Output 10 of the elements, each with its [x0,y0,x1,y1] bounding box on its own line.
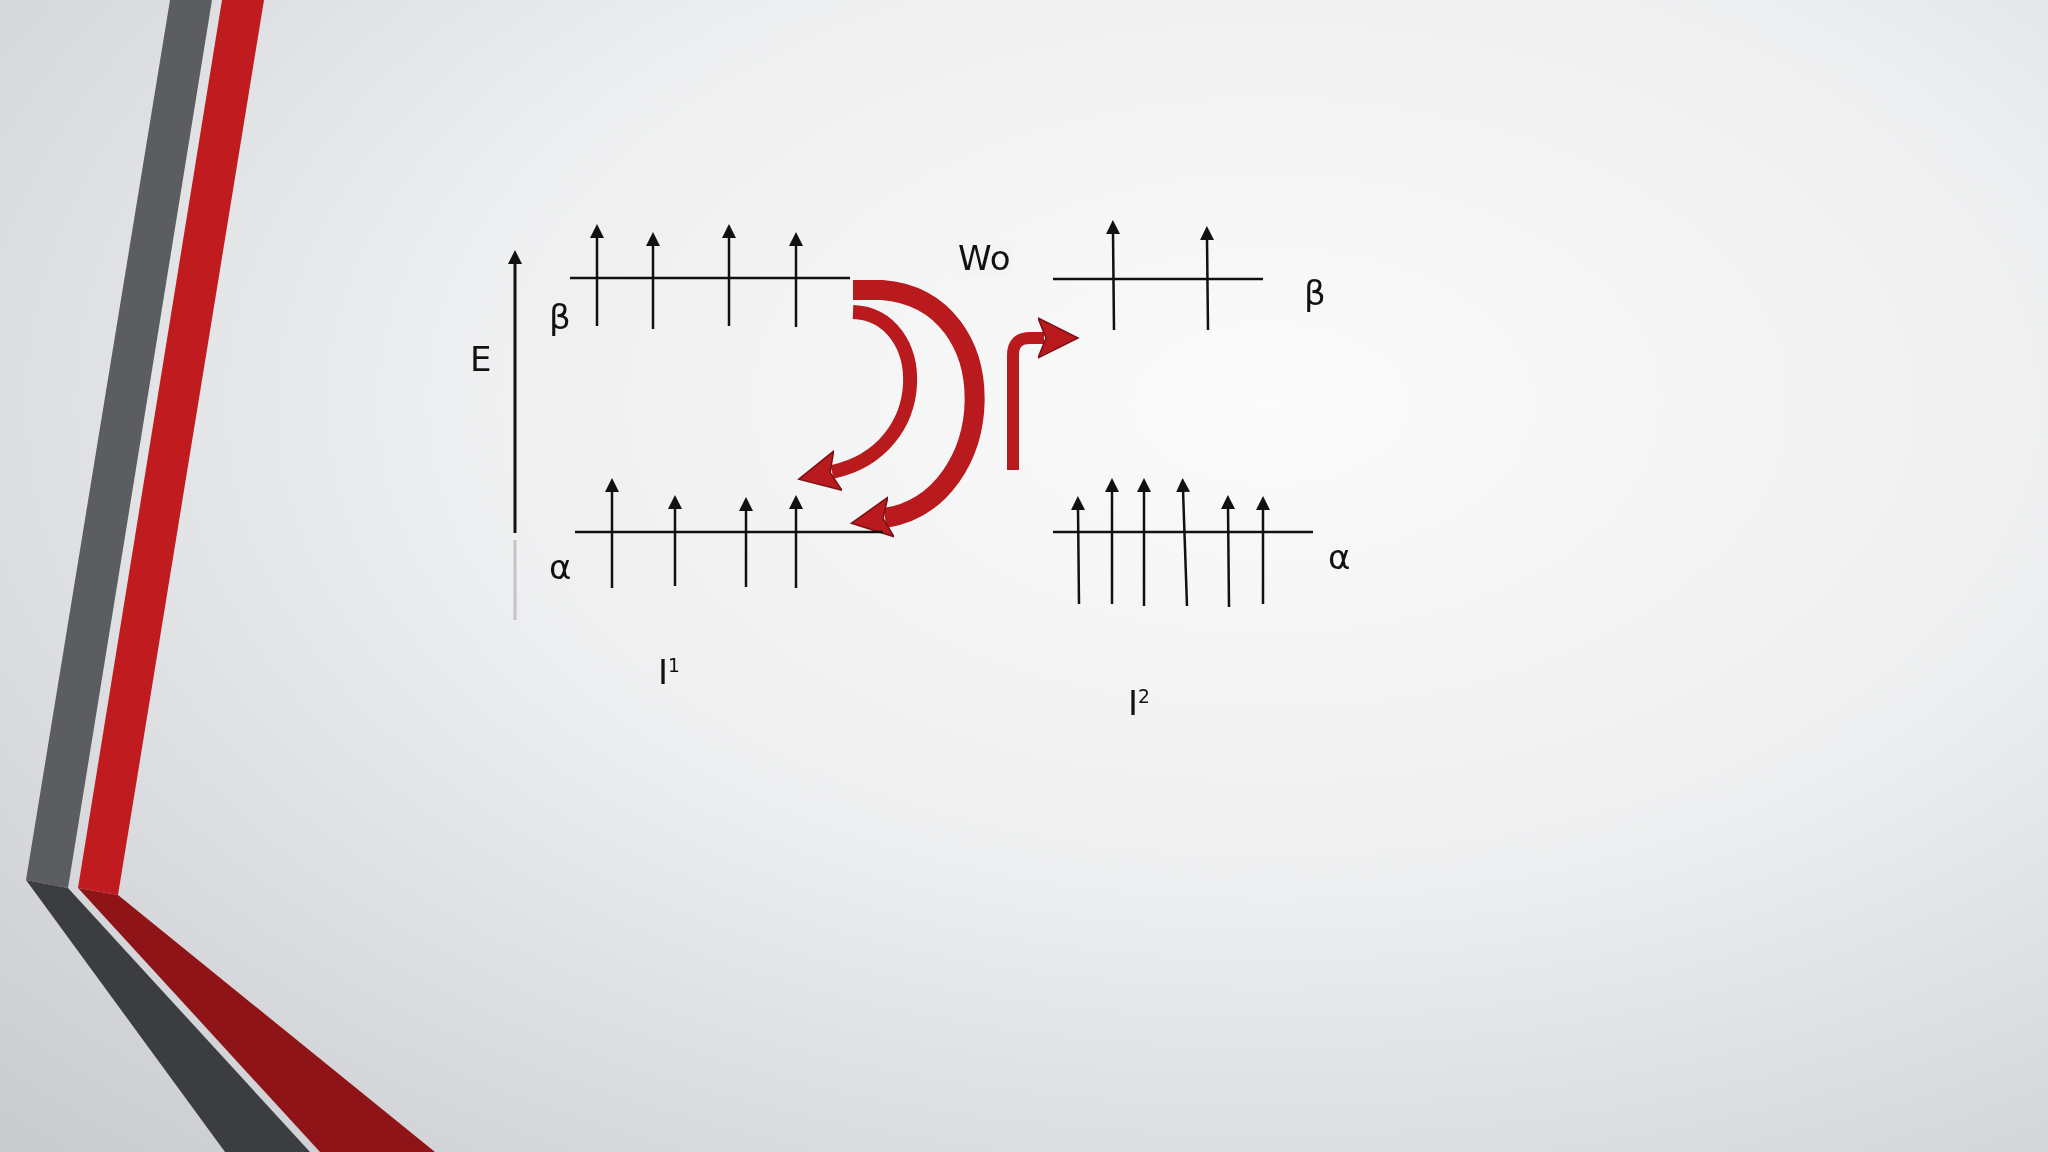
level-label: α [1328,540,1351,574]
curved-arrow [798,305,917,490]
level-label: β [1304,276,1326,310]
axis-label: E [470,342,492,376]
subscript-label: I$^{2}$ [1128,686,1150,720]
subscript-label: I$^{1}$ [658,655,680,689]
curved-arrow [1007,317,1079,470]
curved-arrow [851,280,985,537]
level-label: β [549,300,571,334]
level-label: α [549,550,572,584]
